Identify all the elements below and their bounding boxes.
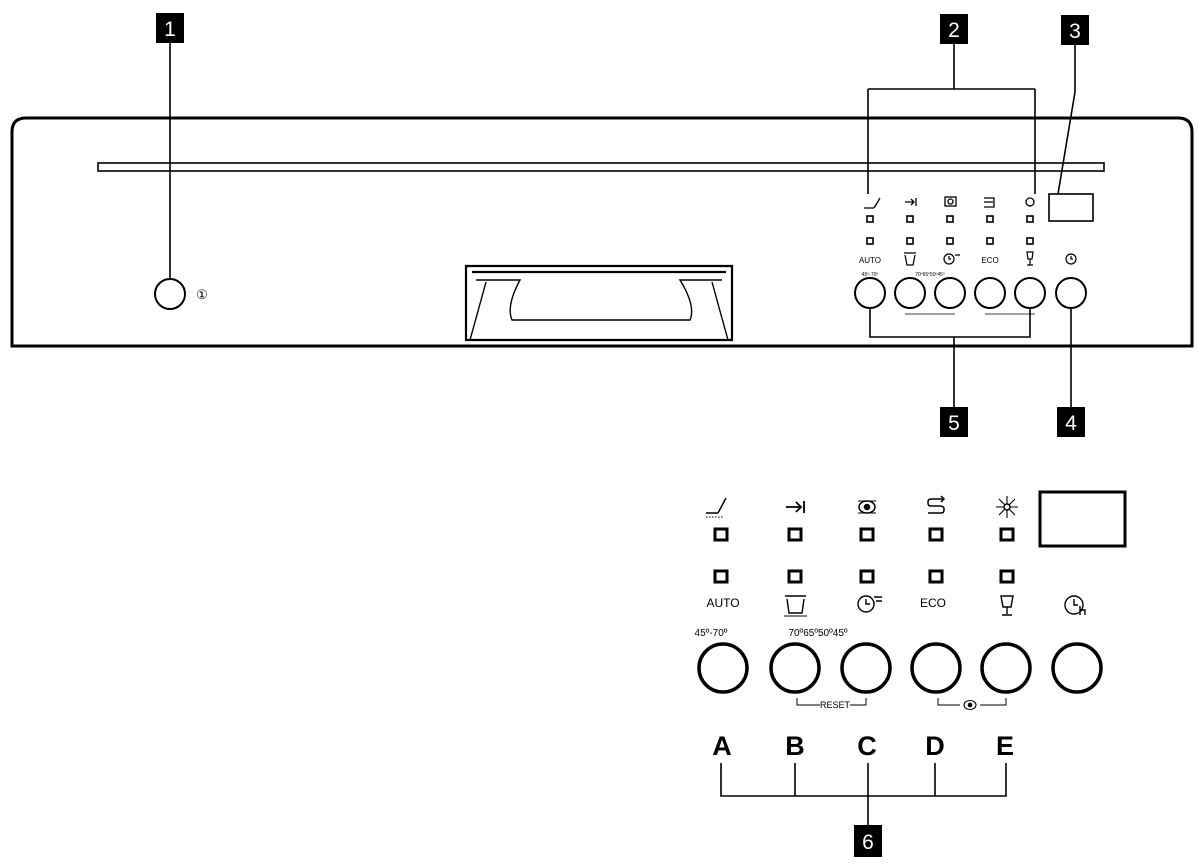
- detail-display: [1038, 490, 1127, 548]
- dry-icon: [1025, 197, 1035, 207]
- callout-2: 2: [940, 14, 968, 44]
- panel-eco-label: ECO: [981, 256, 998, 265]
- callout-1: 1: [156, 13, 184, 43]
- svg-text:5: 5: [948, 412, 960, 435]
- panel-slot: [97, 162, 1105, 172]
- callout-5: 5: [940, 407, 968, 437]
- panel-button-delay[interactable]: [1055, 277, 1087, 309]
- letter-e: E: [996, 731, 1014, 761]
- quick-clock-icon: [943, 253, 960, 265]
- detail-icon-row: [706, 495, 1018, 518]
- delay-timer-icon: [1064, 595, 1086, 615]
- reset-bracket: [796, 698, 867, 706]
- panel-button-d[interactable]: [974, 277, 1006, 309]
- detail-auto-label: AUTO: [706, 596, 739, 610]
- detail-eco-label: ECO: [920, 596, 946, 610]
- water-softener-icon: [963, 699, 977, 711]
- letter-b: B: [785, 731, 805, 761]
- detail-button-c[interactable]: [840, 642, 892, 694]
- panel-button-a[interactable]: [854, 277, 886, 309]
- next-arrow-icon: [905, 198, 917, 206]
- detail-button-e[interactable]: [980, 642, 1032, 694]
- panel-indicators: [866, 215, 1034, 245]
- water-softener-icon: [944, 196, 957, 207]
- reset-label: RESET: [820, 700, 851, 710]
- detail-button-a[interactable]: [697, 642, 749, 694]
- detail-temp-bc-label: 70º65º50º45º: [788, 628, 847, 639]
- glass-icon: [1000, 595, 1014, 616]
- panel-icon-row: [864, 196, 1035, 209]
- panel-auto-label: AUTO: [859, 256, 881, 265]
- softener-bracket: [937, 698, 1007, 706]
- svg-text:3: 3: [1069, 20, 1081, 43]
- detail-indicators: [713, 527, 1015, 584]
- panel-button-c[interactable]: [934, 277, 966, 309]
- dry-icon: [996, 496, 1018, 518]
- svg-text:1: 1: [164, 18, 176, 41]
- quick-clock-icon: [857, 595, 882, 613]
- power-symbol: ①: [196, 287, 208, 302]
- panel-display: [1048, 193, 1094, 222]
- detail-temp-a-label: 45º-70º: [695, 628, 728, 639]
- next-arrow-icon: [786, 501, 805, 513]
- water-softener-icon: [858, 500, 876, 514]
- salt-refill-icon: [984, 197, 995, 208]
- letter-c: C: [857, 731, 877, 761]
- svg-text:4: 4: [1065, 412, 1077, 435]
- callout-6: 6: [854, 825, 882, 857]
- panel-button-b[interactable]: [894, 277, 926, 309]
- salt-refill-icon: [927, 495, 946, 514]
- delay-timer-icon: [1065, 253, 1077, 265]
- callout-4: 4: [1057, 407, 1085, 437]
- letter-a: A: [712, 731, 732, 761]
- panel-buttons: [854, 277, 1087, 309]
- detail-button-d[interactable]: [910, 642, 962, 694]
- glass-icon: [1026, 251, 1034, 266]
- panel-temp-bc-label: 70º65º50º45º: [915, 272, 945, 278]
- power-button[interactable]: [154, 278, 186, 310]
- svg-text:2: 2: [948, 19, 960, 42]
- panel-temp-a-label: 45º-70º: [862, 272, 879, 278]
- rinse-aid-icon: [706, 497, 727, 518]
- letter-d: D: [925, 731, 945, 761]
- pot-icon: [904, 252, 916, 266]
- detail-letters: A B C D E: [712, 731, 1014, 761]
- detail-button-delay[interactable]: [1051, 642, 1103, 694]
- detail-button-b[interactable]: [769, 642, 821, 694]
- pot-icon: [784, 595, 807, 617]
- callout-lines: [169, 42, 1076, 825]
- door-handle: [464, 264, 734, 342]
- svg-text:6: 6: [862, 831, 874, 854]
- rinse-aid-icon: [864, 197, 881, 209]
- callout-3: 3: [1061, 15, 1089, 45]
- detail-buttons: [697, 642, 1103, 694]
- panel-button-e[interactable]: [1014, 277, 1046, 309]
